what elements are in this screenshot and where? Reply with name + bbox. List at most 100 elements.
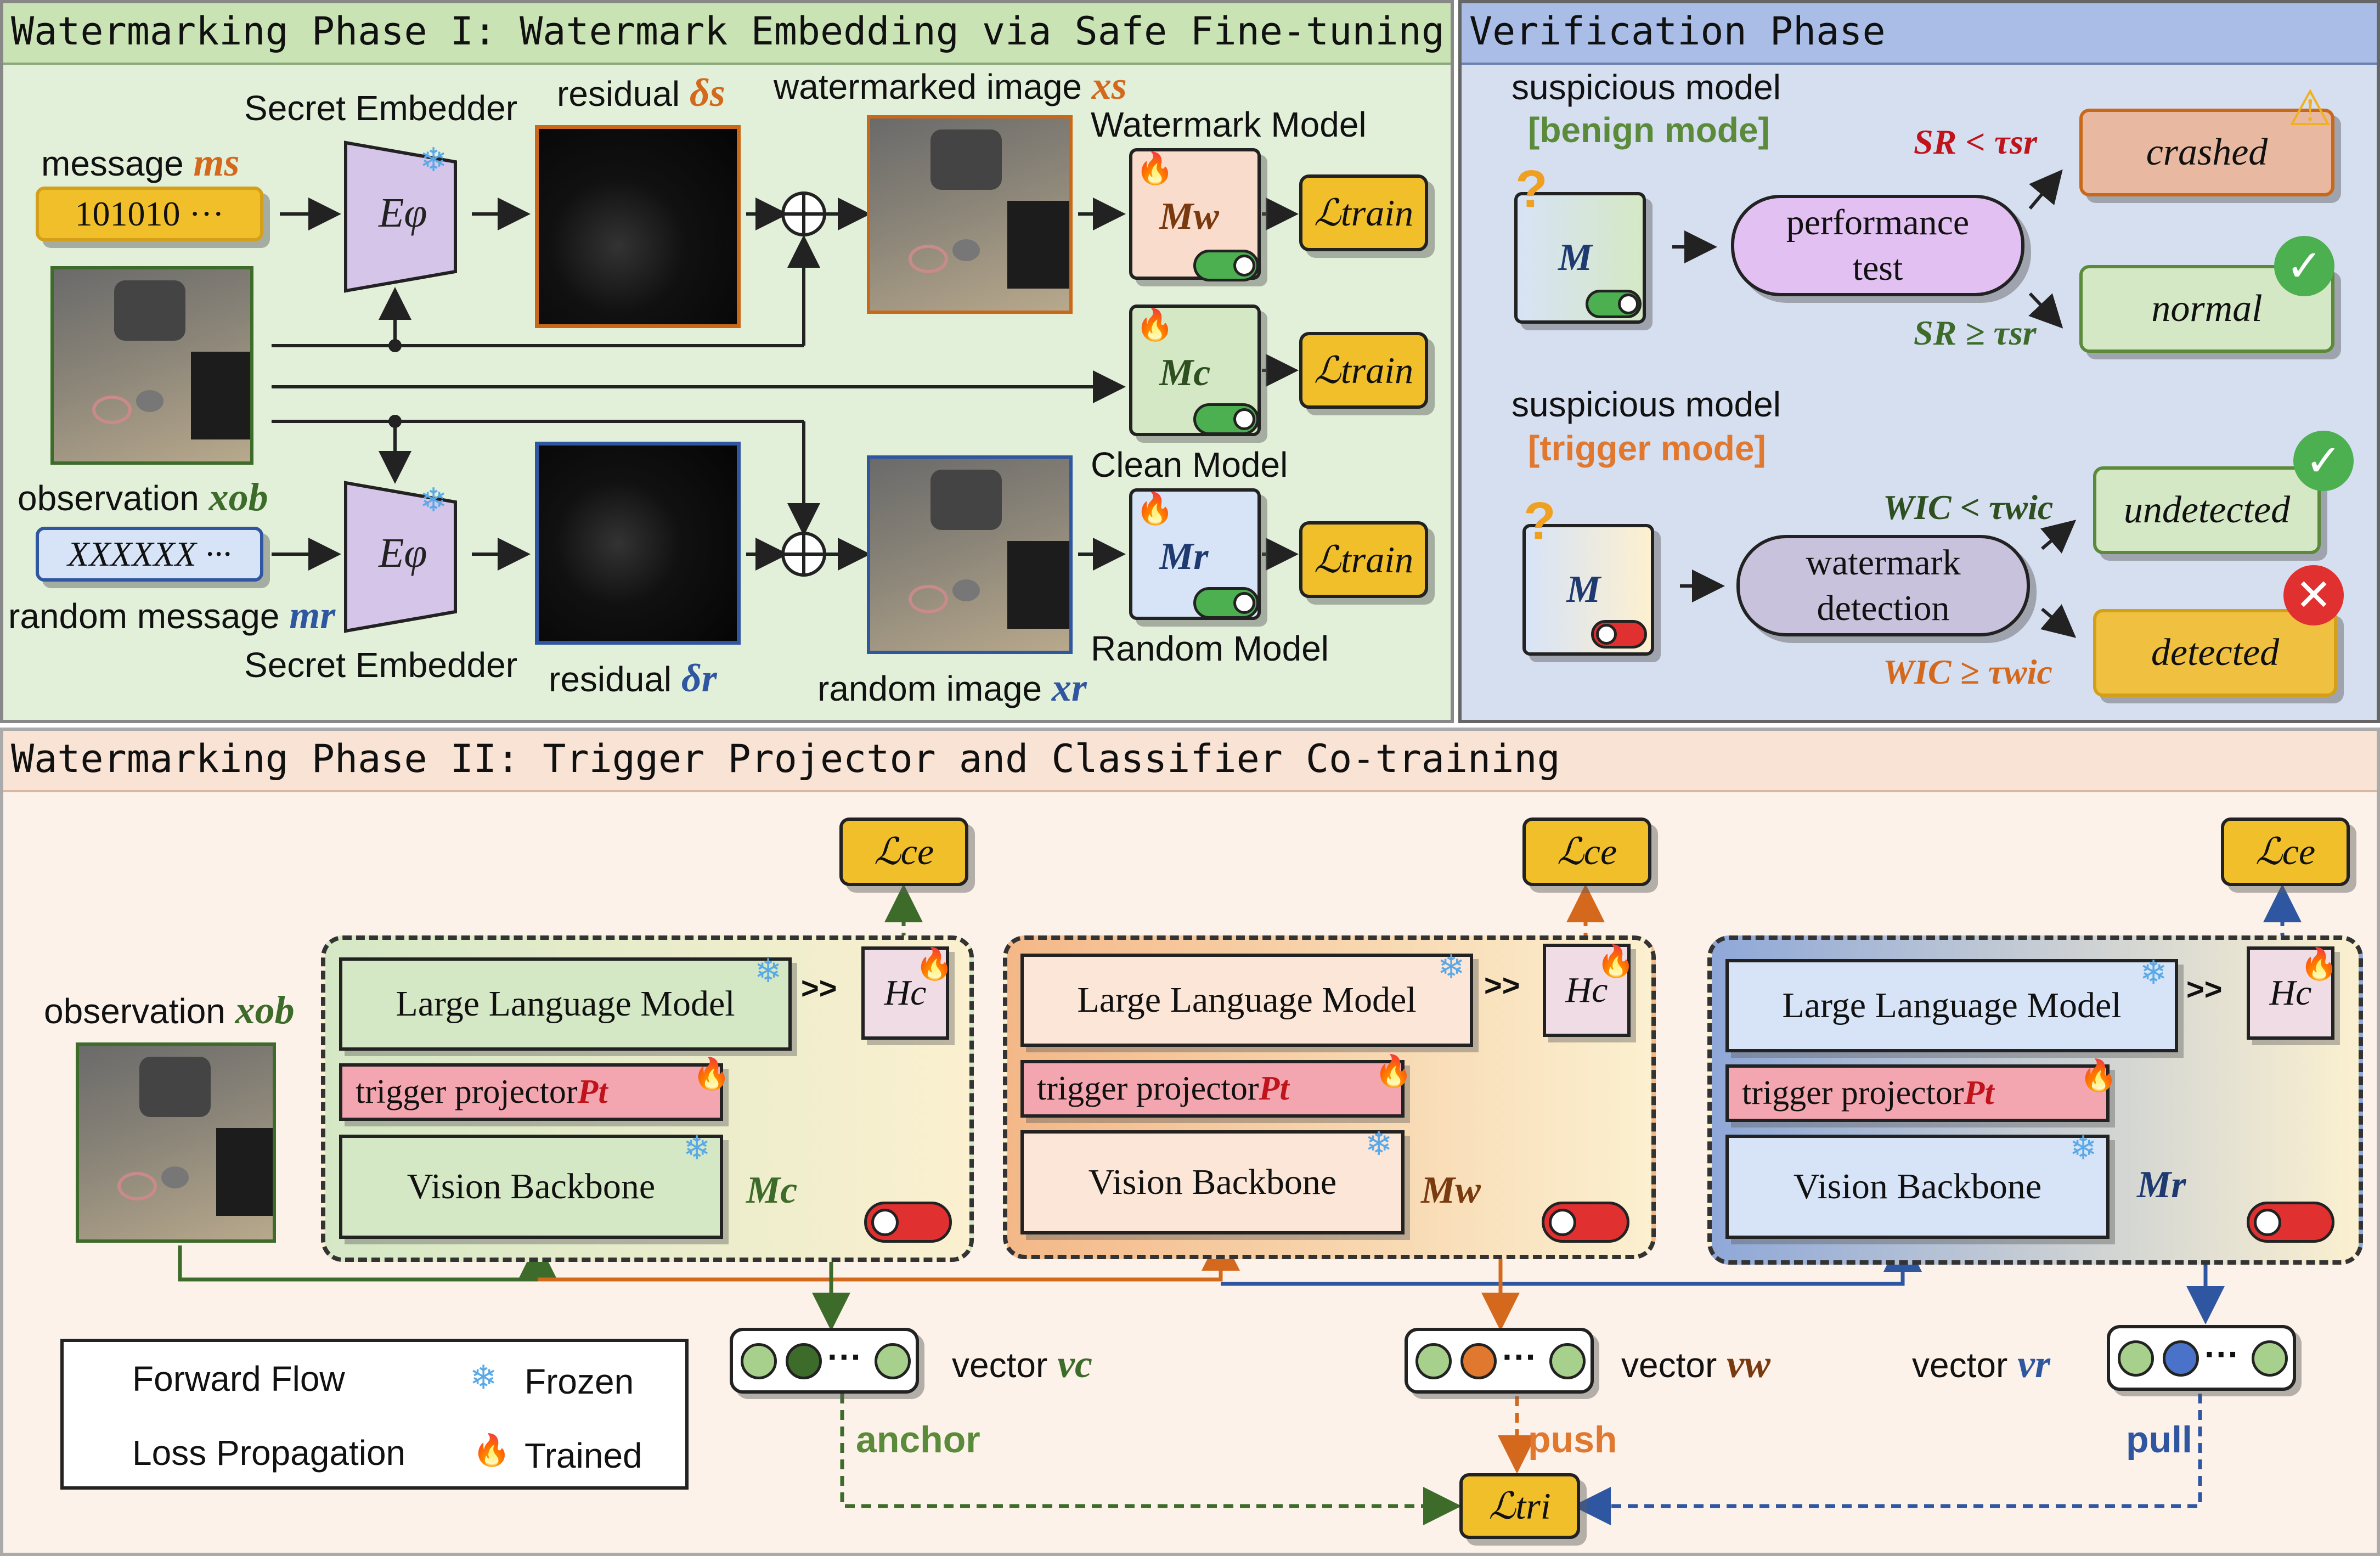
message-label: message ms [41,140,240,184]
toggle-switch-icon [864,1202,952,1243]
snowflake-icon: ❄ [420,142,448,178]
snowflake-icon: ❄ [420,482,448,518]
flame-icon: 🔥 [1136,152,1174,186]
secret-embedder-label-top: Secret Embedder [244,88,518,128]
suspicious-model-label-2: suspicious model [1512,385,1781,424]
vector-vr: ··· [2107,1325,2296,1391]
residual-top-label: residual δs [557,71,725,115]
legend-frozen: Frozen [524,1362,634,1401]
flame-icon: 🔥 [1136,308,1174,342]
random-image-label: random image xr [817,666,1087,709]
question-icon: ? [1515,160,1548,218]
toggle-switch-icon [1193,250,1259,281]
random-model-label: Random Model [1091,629,1329,668]
secret-embedder-bottom [344,481,457,633]
flame-icon: 🔥 [1597,945,1635,979]
residual-bottom-label: residual δr [549,656,717,700]
detected-result-box: detected [2093,609,2337,697]
loss-train-mw: ℒtrain [1299,174,1428,251]
watermarked-image-label: watermarked image xs [774,64,1127,108]
suspicious-model-label-1: suspicious model [1512,67,1781,107]
legend-trained: Trained [524,1436,642,1475]
watermark-model-label: Watermark Model [1091,105,1367,144]
toggle-switch-icon [1591,620,1647,649]
loss-train-mr: ℒtrain [1299,521,1428,598]
random-image [867,455,1073,654]
snowflake-icon: ❄ [683,1130,711,1166]
loss-tri: ℒtri [1459,1473,1580,1539]
residual-bottom-image [535,442,741,645]
vision-backbone-mw: Vision Backbone [1020,1130,1405,1234]
chevrons: >> [801,971,837,1005]
m-symbol-benign: M [1558,236,1593,279]
watermarked-image [867,115,1073,314]
loss-train-mc: ℒtrain [1299,332,1428,409]
pull-label: pull [2126,1419,2192,1461]
flame-icon: 🔥 [2079,1059,2118,1093]
vector-vw-label: vector vw [1621,1342,1771,1386]
loss-ce-mr: ℒce [2221,818,2350,886]
legend-forward-flow: Forward Flow [132,1359,345,1399]
flame-icon: 🔥 [915,948,954,982]
wic-lt-condition: WIC < τwic [1883,488,2054,527]
cross-icon: ✕ [2283,565,2344,625]
toggle-switch-icon [1193,587,1259,619]
observation-label: observation xob [18,475,268,519]
hc-classifier-mr: Hc [2247,946,2334,1040]
random-message-box: XXXXXX ··· [36,527,263,582]
secret-embedder-top [344,140,457,293]
mw-label: Mw [1421,1169,1481,1211]
loss-ce-mc: ℒce [839,818,968,886]
flame-icon: 🔥 [2300,948,2338,982]
vector-vc-label: vector vc [952,1342,1092,1386]
sr-ge-condition: SR ≥ τsr [1914,313,2037,352]
mc-symbol: Mc [1159,352,1211,394]
wic-ge-condition: WIC ≥ τwic [1883,652,2052,691]
phase1-title: Watermarking Phase I: Watermark Embeddin… [3,3,1451,65]
random-message-label: random message mr [8,593,336,637]
flame-icon: 🔥 [472,1434,511,1468]
trigger-projector-mc: trigger projector Pt [339,1063,723,1121]
flame-icon: 🔥 [1374,1055,1413,1089]
m-symbol-trigger: M [1566,568,1601,611]
chevrons: >> [1484,968,1520,1002]
vision-backbone-mc: Vision Backbone [339,1135,723,1239]
llm-box-mr: Large Language Model [1725,959,2178,1052]
check-icon: ✓ [2274,236,2334,296]
phase2-observation-image [76,1042,276,1243]
benign-mode-label: [benign mode] [1528,110,1770,150]
residual-top-image [535,125,741,328]
clean-model-label: Clean Model [1091,445,1288,484]
crashed-result-box: crashed [2079,109,2334,196]
snowflake-icon: ❄ [2140,955,2168,991]
loss-ce-mw: ℒce [1522,818,1651,886]
embedder-symbol-bottom: Eφ [379,530,427,576]
verification-title: Verification Phase [1462,3,2377,65]
sr-lt-condition: SR < τsr [1914,122,2037,161]
secret-message-box: 101010 ··· [36,187,263,241]
snowflake-icon: ❄ [470,1360,498,1396]
legend-loss-propagation: Loss Propagation [132,1433,406,1473]
mc-label: Mc [746,1169,798,1211]
toggle-switch-icon [2247,1202,2334,1243]
chevrons: >> [2186,972,2223,1006]
question-icon: ? [1524,492,1556,550]
undetected-result-box: undetected [2093,466,2321,554]
flame-icon: 🔥 [692,1057,731,1091]
flame-icon: 🔥 [1136,492,1174,526]
phase2-observation-label: observation xob [44,988,295,1032]
mr-symbol: Mr [1159,535,1209,578]
toggle-switch-icon [1542,1202,1629,1243]
warning-icon: ⚠ [2288,81,2332,136]
snowflake-icon: ❄ [1437,949,1465,985]
check-icon: ✓ [2293,431,2354,491]
mw-symbol: Mw [1159,195,1219,238]
llm-box-mc: Large Language Model [339,957,792,1051]
trigger-projector-mw: trigger projector Pt [1020,1060,1405,1118]
phase2-title: Watermarking Phase II: Trigger Projector… [3,731,2377,792]
toggle-switch-icon [1193,403,1259,435]
trigger-projector-mr: trigger projector Pt [1725,1064,2110,1122]
vector-vw: ··· [1405,1328,1594,1394]
